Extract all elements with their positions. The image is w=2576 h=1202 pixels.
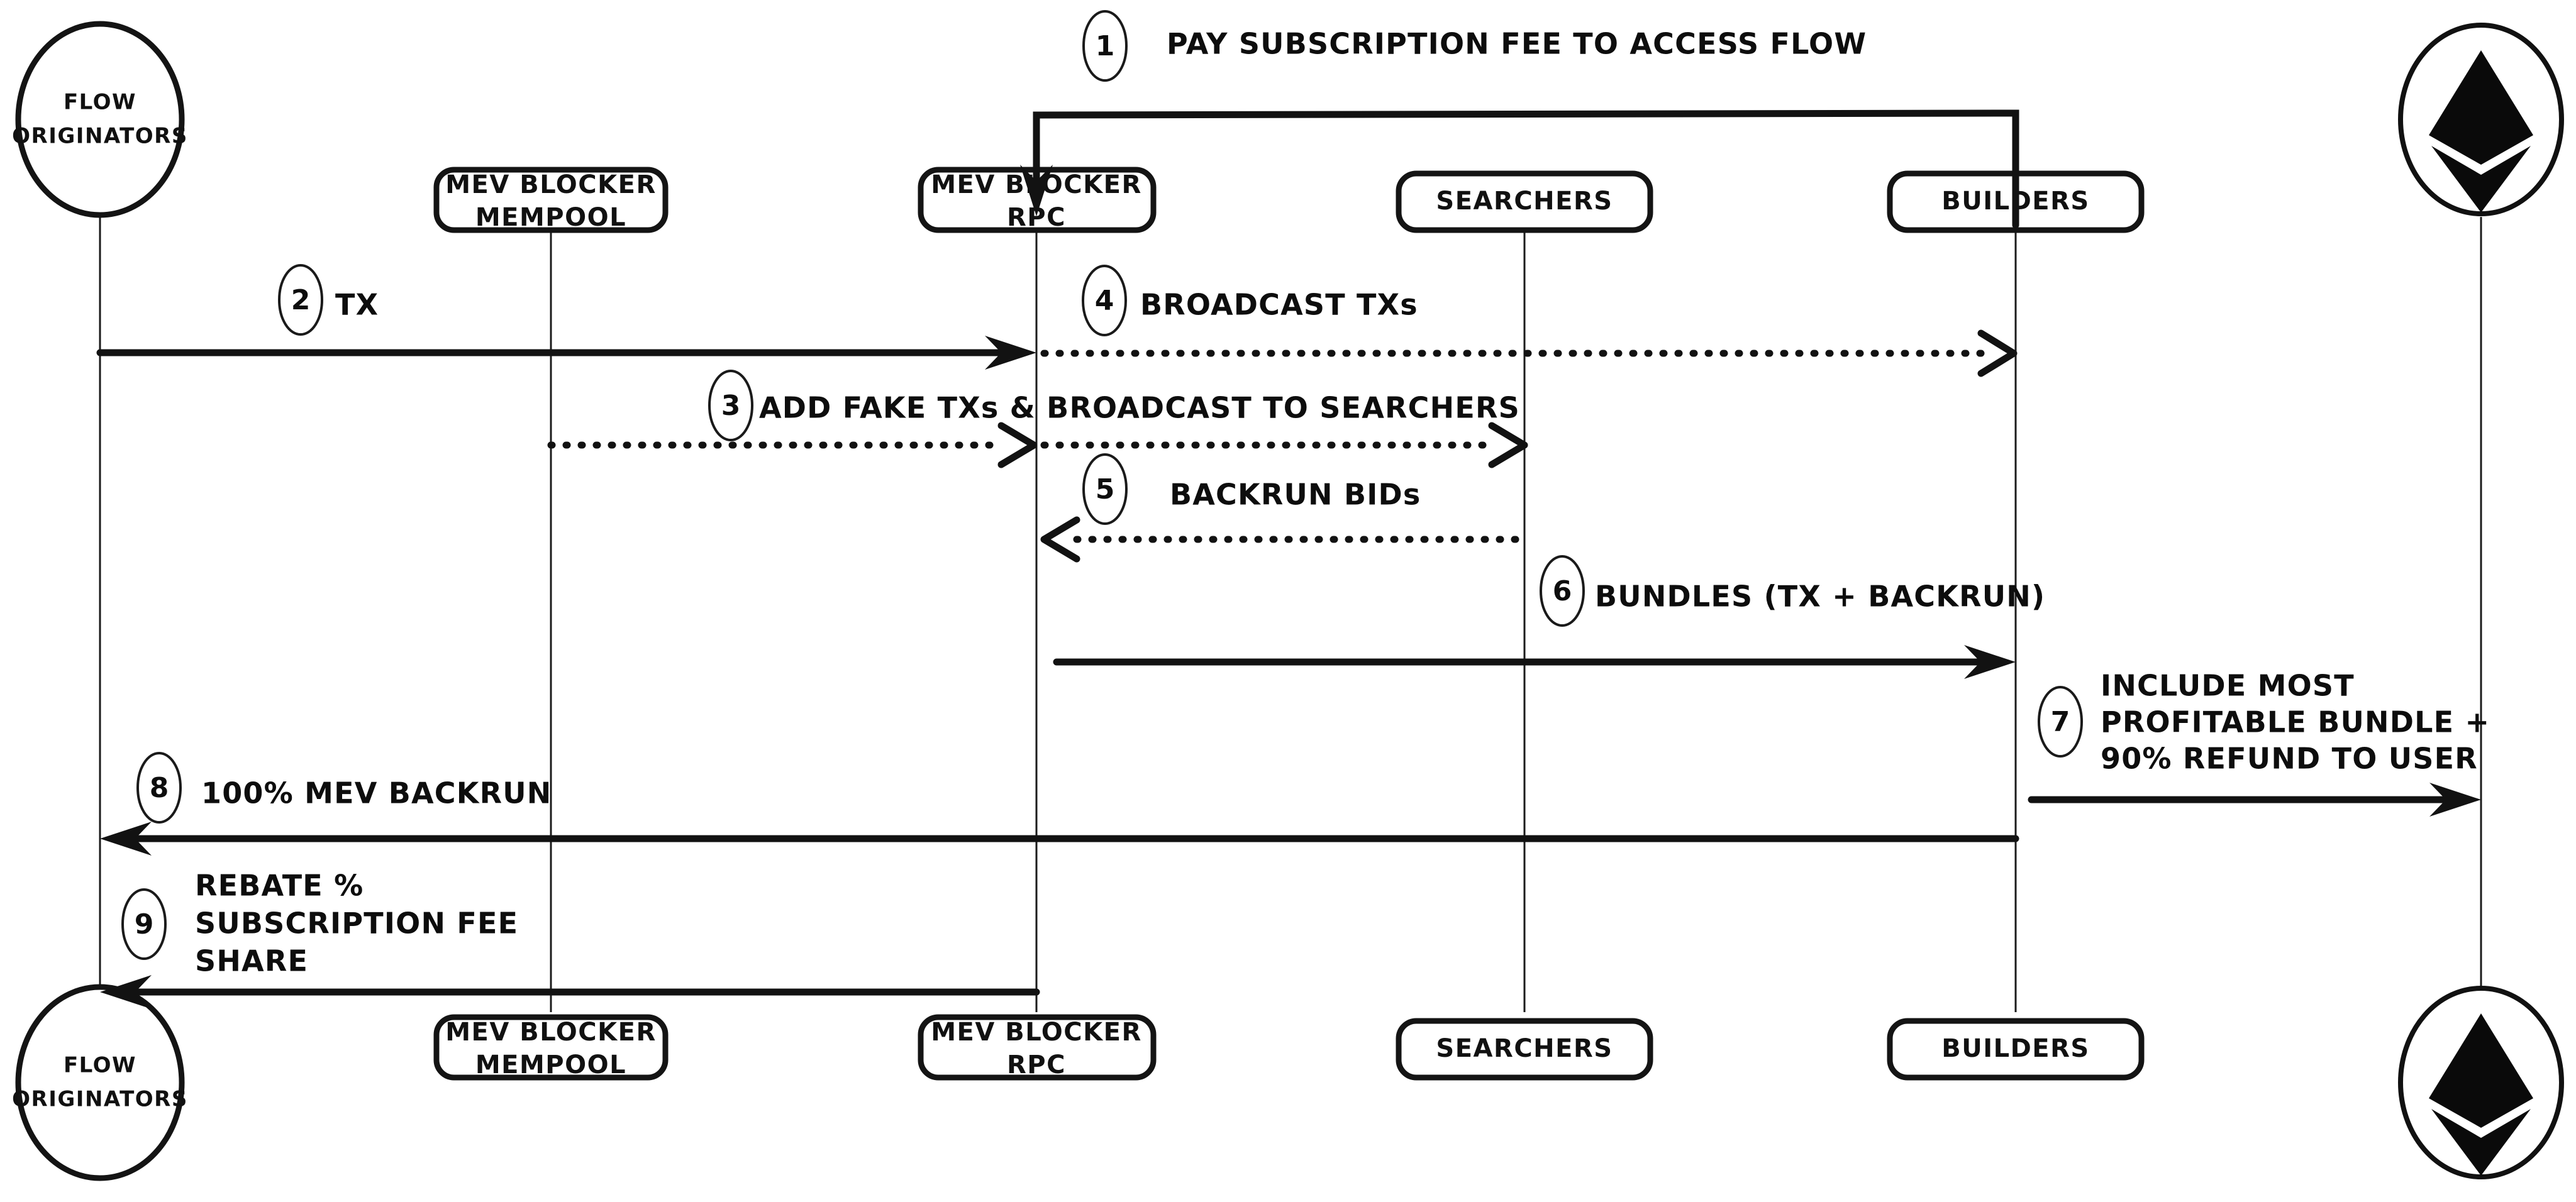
builders-label-bottom: BUILDERS bbox=[1941, 1034, 2089, 1063]
node-mev-blocker-mempool-bottom[interactable]: MEV BLOCKER MEMPOOL bbox=[433, 1014, 669, 1081]
step-2-number: 2 bbox=[291, 284, 311, 316]
message-5-arrowhead bbox=[1040, 516, 1080, 563]
flow-originators-shape bbox=[15, 21, 185, 218]
message-6-step-badge: 6 bbox=[1540, 555, 1585, 627]
step-6-number: 6 bbox=[1553, 575, 1572, 607]
message-3-label: ADD FAKE TXs & BROADCAST TO SEARCHERS bbox=[759, 391, 1520, 425]
searchers-shape bbox=[1396, 170, 1653, 233]
message-3[interactable]: 3 ADD FAKE TXs & BROADCAST TO SEARCHERS bbox=[547, 370, 1528, 468]
mev-blocker-mempool-label-line2: MEMPOOL bbox=[475, 203, 626, 232]
step-4-ellipse bbox=[1082, 265, 1127, 336]
message-2[interactable]: 2 TX bbox=[96, 264, 1036, 370]
mev-blocker-mempool-label-line1: MEV BLOCKER bbox=[445, 170, 657, 199]
step-3-ellipse bbox=[708, 370, 753, 441]
message-2-label: TX bbox=[335, 288, 379, 322]
message-4[interactable]: 4 BROADCAST TXs bbox=[1040, 265, 2018, 377]
message-6-arrowhead bbox=[1964, 645, 2016, 679]
flow-originators-shape-bottom bbox=[15, 984, 185, 1181]
step-6-ellipse bbox=[1540, 555, 1585, 627]
message-9-label-line1: REBATE % bbox=[195, 869, 364, 903]
message-3-step-badge: 3 bbox=[708, 370, 753, 441]
step-5-ellipse bbox=[1082, 453, 1128, 525]
message-1-label: PAY SUBSCRIPTION FEE TO ACCESS FLOW bbox=[1167, 27, 1867, 61]
node-flow-originators-bottom[interactable]: FLOW ORIGINATORS bbox=[12, 984, 188, 1181]
step-8-ellipse bbox=[136, 752, 182, 824]
mev-blocker-mempool-label-line1-bottom: MEV BLOCKER bbox=[445, 1018, 657, 1047]
mev-blocker-mempool-shape bbox=[433, 167, 669, 233]
message-2-arrowhead bbox=[985, 336, 1036, 370]
step-5-number: 5 bbox=[1096, 473, 1115, 505]
step-7-ellipse bbox=[2038, 686, 2083, 758]
flow-originators-label-line2: ORIGINATORS bbox=[12, 124, 188, 149]
flow-originators-label-line1: FLOW bbox=[64, 90, 136, 115]
message-4-arrowhead bbox=[1977, 329, 2018, 377]
message-7-label-line1: INCLUDE MOST bbox=[2101, 669, 2355, 703]
mev-blocker-rpc-label-line1-bottom: MEV BLOCKER bbox=[931, 1018, 1142, 1047]
message-4-label: BROADCAST TXs bbox=[1140, 288, 1418, 322]
searchers-label-bottom: SEARCHERS bbox=[1436, 1034, 1613, 1063]
message-9[interactable]: 9 REBATE % SUBSCRIPTION FEE SHARE bbox=[100, 869, 1040, 1010]
message-1-step-badge: 1 bbox=[1082, 10, 1128, 82]
message-5-label: BACKRUN BIDs bbox=[1170, 478, 1421, 512]
builders-shape-bottom bbox=[1887, 1018, 2145, 1081]
ethereum-diamond-icon bbox=[2429, 50, 2533, 212]
step-9-ellipse bbox=[121, 888, 167, 960]
step-1-number: 1 bbox=[1096, 30, 1115, 62]
message-5-step-badge: 5 bbox=[1082, 453, 1128, 525]
message-8-arrowhead bbox=[100, 822, 152, 856]
mev-blocker-rpc-shape-bottom bbox=[918, 1014, 1157, 1081]
lifeline-lines bbox=[99, 214, 2482, 1012]
node-ethereum-top[interactable] bbox=[2398, 23, 2564, 216]
step-2-ellipse bbox=[278, 264, 323, 336]
message-1-line bbox=[1033, 109, 2019, 229]
message-3-arrowhead-2 bbox=[1488, 422, 1528, 468]
step-8-number: 8 bbox=[150, 772, 169, 804]
step-1-ellipse bbox=[1082, 10, 1128, 82]
message-6[interactable]: 6 BUNDLES (TX + BACKRUN) bbox=[1053, 555, 2045, 679]
message-7-step-badge: 7 bbox=[2038, 686, 2083, 758]
step-9-number: 9 bbox=[135, 908, 154, 940]
message-7-label-line2: PROFITABLE BUNDLE + bbox=[2101, 705, 2490, 739]
step-4-number: 4 bbox=[1095, 285, 1114, 317]
mev-blocker-mempool-shape-bottom bbox=[433, 1014, 669, 1081]
message-1[interactable]: 1 PAY SUBSCRIPTION FEE TO ACCESS FLOW bbox=[1020, 10, 2019, 229]
message-7-arrowhead bbox=[2429, 783, 2481, 817]
step-7-number: 7 bbox=[2051, 706, 2070, 738]
flow-originators-label-line2-bottom: ORIGINATORS bbox=[12, 1087, 188, 1112]
searchers-label: SEARCHERS bbox=[1436, 187, 1613, 216]
message-1-arrowhead bbox=[1020, 165, 1053, 216]
message-9-label-line2: SUBSCRIPTION FEE bbox=[195, 907, 518, 940]
node-flow-originators-top[interactable]: FLOW ORIGINATORS bbox=[12, 21, 188, 218]
message-8[interactable]: 8 100% MEV BACKRUN bbox=[100, 752, 2019, 856]
searchers-shape-bottom bbox=[1396, 1018, 1653, 1081]
node-searchers-top[interactable]: SEARCHERS bbox=[1396, 170, 1653, 233]
step-3-number: 3 bbox=[721, 390, 741, 422]
flow-originators-label-line1-bottom: FLOW bbox=[64, 1053, 136, 1078]
message-9-arrowhead bbox=[100, 975, 152, 1009]
message-7-label-line3: 90% REFUND TO USER bbox=[2101, 742, 2478, 776]
message-9-step-badge: 9 bbox=[121, 888, 167, 960]
message-3-arrowhead-1 bbox=[997, 422, 1038, 468]
node-searchers-bottom[interactable]: SEARCHERS bbox=[1396, 1018, 1653, 1081]
node-mev-blocker-mempool-top[interactable]: MEV BLOCKER MEMPOOL bbox=[433, 167, 669, 233]
message-5[interactable]: 5 BACKRUN BIDs bbox=[1040, 453, 1524, 563]
message-2-step-badge: 2 bbox=[278, 264, 323, 336]
mev-blocker-mempool-label-line2-bottom: MEMPOOL bbox=[475, 1050, 626, 1079]
node-mev-blocker-rpc-bottom[interactable]: MEV BLOCKER RPC bbox=[918, 1014, 1157, 1081]
message-7[interactable]: 7 INCLUDE MOST PROFITABLE BUNDLE + 90% R… bbox=[2028, 669, 2490, 817]
message-8-label: 100% MEV BACKRUN bbox=[201, 776, 552, 810]
node-builders-bottom[interactable]: BUILDERS bbox=[1887, 1018, 2145, 1081]
node-ethereum-bottom[interactable] bbox=[2398, 986, 2564, 1179]
ethereum-diamond-icon-bottom bbox=[2429, 1013, 2533, 1176]
message-6-label: BUNDLES (TX + BACKRUN) bbox=[1595, 580, 2045, 614]
message-8-step-badge: 8 bbox=[136, 752, 182, 824]
message-4-step-badge: 4 bbox=[1082, 265, 1127, 336]
message-9-label-line3: SHARE bbox=[195, 944, 308, 978]
mev-blocker-rpc-label-line2-bottom: RPC bbox=[1007, 1050, 1066, 1079]
